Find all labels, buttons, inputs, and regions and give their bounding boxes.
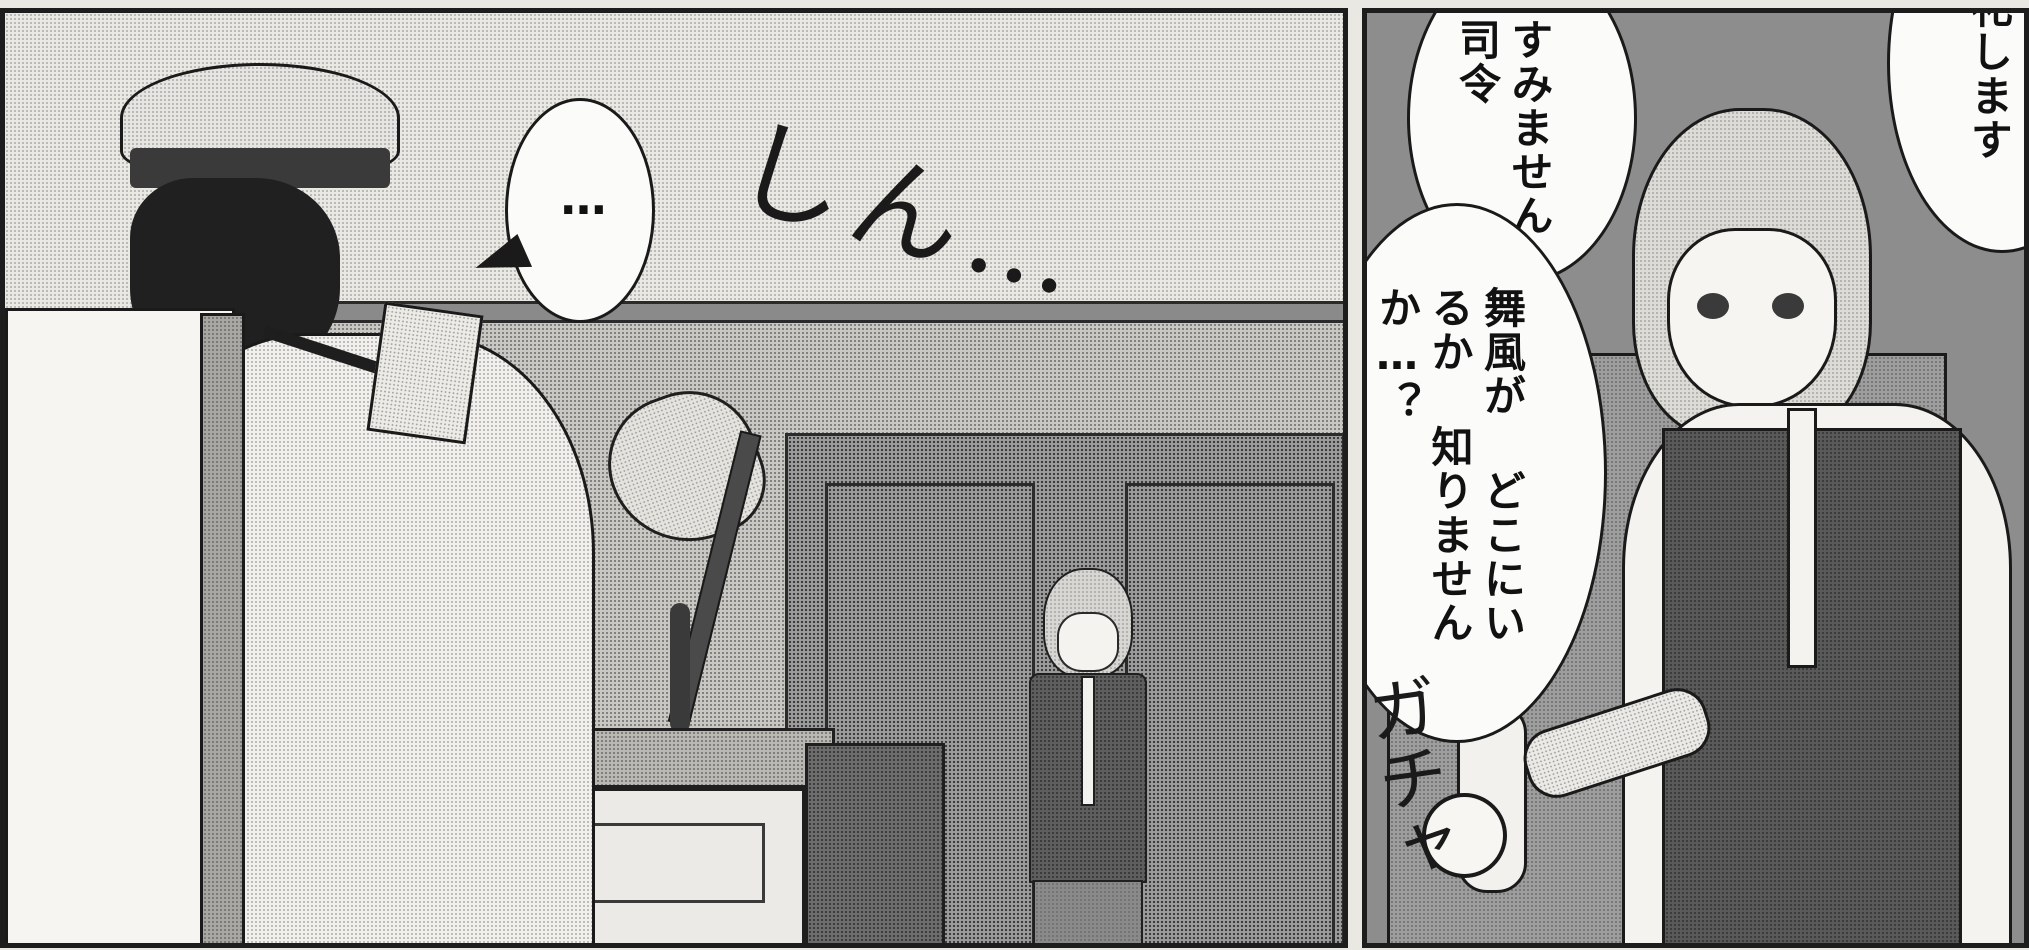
bubble-ellipsis-text: … (556, 171, 611, 227)
manga-panel-door: 礼します すみません 司令 舞風が どこにいるか 知りませんか…？ ガチャ (1362, 8, 2029, 948)
bubble-sorry-text: すみません 司令 (1452, 18, 1555, 238)
pen-stand (670, 603, 690, 733)
speech-bubble-ellipsis: … (505, 98, 655, 323)
girl-eye-right (1772, 293, 1804, 319)
girl-small-figure (1005, 568, 1175, 943)
paper-in-hand (366, 301, 484, 445)
bubble-question-text: 舞風が どこにいるか 知りませんか…？ (1372, 286, 1527, 645)
girl-eye-left (1697, 293, 1729, 319)
manga-panel-office: … しん… (0, 8, 1348, 948)
door-knob (1422, 793, 1507, 878)
desk-side (805, 743, 945, 943)
girl-small-skirt (1033, 880, 1143, 943)
girl-small-face (1057, 612, 1119, 672)
girl-small-tie (1081, 676, 1095, 806)
girl-figure (1515, 108, 2024, 943)
girl-tie (1787, 408, 1817, 668)
girl-face (1667, 228, 1837, 408)
chair-frame (200, 313, 245, 943)
bubble-top-right-text: 礼します (1964, 8, 2014, 162)
